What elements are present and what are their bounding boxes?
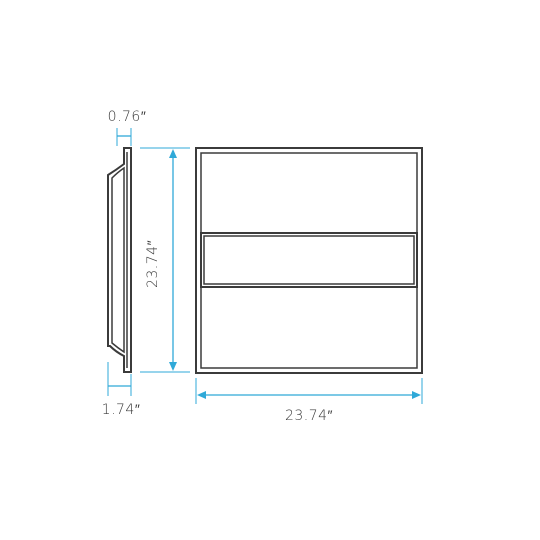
height-arrow-top — [169, 149, 177, 158]
front-center-lens-inner — [203, 235, 415, 285]
depth-top-label: 0.76″ — [108, 109, 147, 125]
side-profile-outline — [107, 147, 132, 373]
front-inner-frame — [200, 152, 418, 369]
depth-bottom-dimension: 1.74″ — [102, 362, 141, 418]
height-label: 23.74″ — [145, 240, 161, 288]
height-arrow-bottom — [169, 362, 177, 371]
width-label: 23.74″ — [285, 408, 333, 424]
front-outer-frame — [195, 147, 423, 374]
side-profile-view — [107, 147, 132, 373]
side-profile-housing-line — [111, 166, 125, 354]
width-arrow-left — [197, 391, 206, 399]
height-dimension: 23.74″ — [140, 147, 190, 373]
front-view — [195, 147, 423, 374]
depth-bottom-label: 1.74″ — [102, 402, 141, 418]
depth-top-dimension: 0.76″ — [108, 109, 147, 146]
width-dimension: 23.74″ — [195, 378, 423, 424]
width-arrow-right — [412, 391, 421, 399]
front-center-lens-outer — [200, 232, 418, 288]
